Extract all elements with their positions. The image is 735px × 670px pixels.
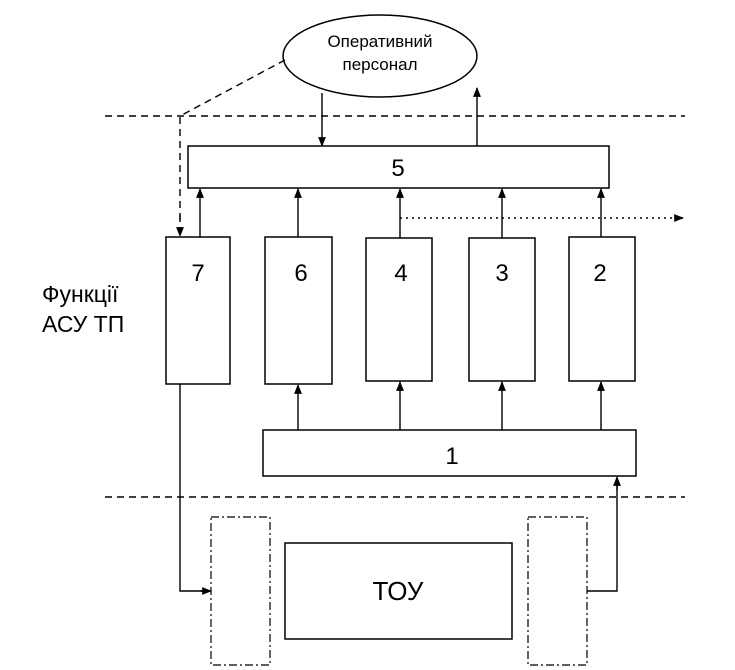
block-6: 6 — [264, 236, 333, 385]
block-7: 7 — [165, 236, 231, 385]
block-3-label: 3 — [495, 260, 508, 287]
operator-node: Оперативний персонал — [282, 14, 478, 98]
operator-label-line1: Оперативний — [327, 32, 432, 51]
block-1: 1 — [262, 429, 637, 477]
operator-to-block7-dashed-link — [179, 59, 286, 225]
block-3: 3 — [468, 237, 536, 382]
block-2: 2 — [568, 236, 636, 382]
block-4: 4 — [365, 237, 433, 382]
block-5-label: 5 — [391, 155, 404, 182]
side-label-line1: Функції — [42, 281, 119, 307]
side-label-line2: АСУ ТП — [42, 311, 124, 337]
left-actuator-box — [210, 516, 271, 666]
block-5: 5 — [187, 145, 610, 189]
plant-tou: ТОУ — [284, 542, 513, 640]
block-2-label: 2 — [593, 260, 606, 287]
functions-side-label: Функції АСУ ТП — [42, 281, 124, 337]
block-7-label: 7 — [191, 260, 204, 287]
sensor-to-block1-line — [587, 482, 618, 592]
block-1-label: 1 — [445, 443, 458, 470]
block-6-label: 6 — [294, 260, 307, 287]
operator-label-line2: персонал — [342, 55, 417, 74]
block7-to-actuator-line — [179, 384, 205, 592]
block-4-label: 4 — [394, 260, 407, 287]
plant-label: ТОУ — [373, 576, 424, 606]
right-sensor-box — [527, 516, 588, 666]
